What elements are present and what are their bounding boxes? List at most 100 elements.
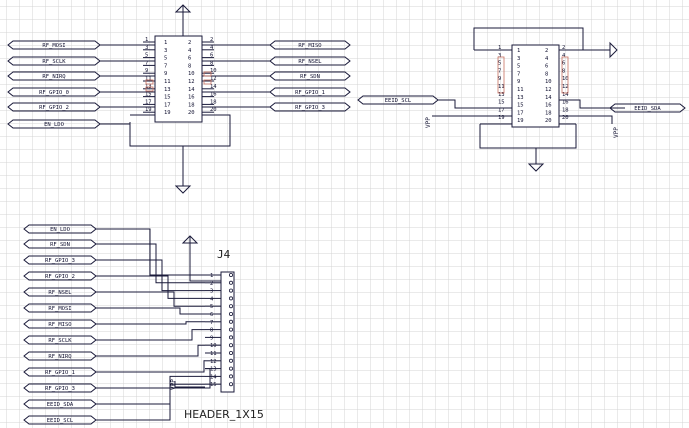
pin-number: 1: [517, 48, 520, 54]
net-label[interactable]: RF_GPIO_1: [269, 87, 351, 97]
pin-number-outer: 14: [562, 92, 569, 98]
power-arrow-right-icon: [609, 41, 618, 59]
pin-number-outer: 8: [562, 68, 565, 74]
pin-number: 12: [188, 79, 195, 85]
pin-number: 8: [210, 328, 213, 334]
net-label[interactable]: RF_GPIO_2: [7, 102, 101, 112]
pin-number-outer: 12: [210, 76, 217, 82]
pin-number: 7: [164, 63, 167, 69]
pin-number: 13: [164, 87, 171, 93]
pin-number: 3: [517, 56, 520, 62]
pin-number-outer: 15: [498, 100, 505, 106]
pin-number: 5: [210, 304, 213, 310]
pin-number-outer: 12: [562, 84, 569, 90]
header-pin-dot: [228, 272, 233, 277]
pin-number: 8: [188, 63, 191, 69]
pin-number: 4: [188, 48, 192, 54]
pin-number: 2: [210, 281, 213, 287]
net-label[interactable]: EEID_SDA: [609, 103, 686, 113]
net-label[interactable]: EEID_SCL: [357, 95, 439, 105]
pin-number-outer: 10: [562, 76, 569, 82]
net-label-text: RF_GPIO_1: [295, 90, 325, 96]
pin-number: 12: [545, 87, 552, 93]
ground-arrow-down-icon: [527, 163, 545, 172]
net-label[interactable]: RF_MOSI: [7, 40, 101, 50]
pin-number: 2: [545, 48, 548, 54]
header-pin-dot: [228, 343, 233, 348]
pin-number: 17: [517, 110, 524, 116]
header-pin-dot: [228, 366, 233, 371]
net-label-text: RF_SCLK: [48, 338, 72, 344]
pin-number-outer: 17: [498, 107, 505, 113]
header-pin-dot: [228, 327, 233, 332]
net-label-text: RF_NIRQ: [48, 354, 71, 360]
header-pin-dot: [228, 350, 233, 355]
header-j4-ref: J4: [217, 248, 231, 261]
pin-number-outer: 18: [562, 107, 569, 113]
pin-number: 14: [545, 95, 552, 101]
pin-number: 9: [210, 335, 213, 341]
pin-number: 10: [188, 71, 195, 77]
net-label[interactable]: RF_GPIO_3: [269, 102, 351, 112]
net-label-text: EEID_SDA: [47, 402, 74, 408]
pin-number: 14: [188, 87, 195, 93]
net-label-text: RF_MOSI: [48, 306, 71, 312]
pin-number: 13: [517, 95, 524, 101]
power-arrow-up-icon: [181, 235, 199, 244]
header-pin-dot: [228, 311, 233, 316]
pin-number-outer: 16: [210, 92, 217, 98]
pin-number: 11: [517, 87, 524, 93]
net-label-text: RF_NIRQ: [42, 74, 65, 80]
net-label-text: RF_GPIO_3: [45, 258, 75, 264]
pin-number-outer: 3: [498, 53, 501, 59]
pin-number: 2: [188, 40, 191, 46]
net-label[interactable]: EN_LDO: [7, 119, 101, 129]
connector-u1-body: [154, 35, 203, 123]
net-label-text: RF_GPIO_2: [39, 105, 69, 111]
net-label[interactable]: RF_NIRQ: [7, 71, 101, 81]
net-label[interactable]: RF_SDN: [269, 71, 351, 81]
vpp-power-label: VPP: [425, 117, 432, 128]
net-label[interactable]: RF_MISO: [269, 40, 351, 50]
pin-number-outer: 20: [210, 107, 217, 113]
net-label[interactable]: RF_SCLK: [7, 56, 101, 66]
pin-number-outer: 13: [498, 92, 505, 98]
u2-net-labels: EEID_SCL EEID_SDA: [357, 95, 686, 113]
pin-number: 9: [164, 71, 167, 77]
pin-number: 9: [517, 79, 520, 85]
pin-number-outer: 17: [145, 99, 152, 105]
vpp-power-label: VPP: [613, 127, 620, 138]
pin-number: 4: [545, 56, 549, 62]
header-pin-dot: [228, 280, 233, 285]
pin-number: 17: [164, 102, 171, 108]
header-pin-dot: [228, 382, 233, 387]
header-pin-dot: [228, 319, 233, 324]
pin-number-outer: 9: [145, 68, 148, 74]
pin-number-outer: 2: [210, 37, 213, 43]
pin-number-outer: 2: [562, 45, 565, 51]
u1-right-net-labels: RF_MISO RF_NSEL RF_SDN RF_GPIO_1RF_GPIO_3: [269, 40, 351, 112]
net-label-text: RF_GPIO_3: [295, 105, 325, 111]
pin-number: 10: [210, 343, 217, 349]
pin-number-outer: 19: [145, 107, 152, 113]
pin-number-outer: 10: [210, 68, 217, 74]
pin-number: 15: [210, 382, 217, 388]
pin-number: 12: [210, 359, 217, 365]
pin-number: 5: [517, 64, 520, 70]
ground-arrow-down-icon: [174, 185, 192, 194]
net-label-text: EEID_SCL: [385, 98, 412, 104]
pin-number-outer: 3: [145, 45, 148, 51]
net-label[interactable]: RF_GPIO_0: [7, 87, 101, 97]
pin-number: 11: [164, 79, 171, 85]
net-label[interactable]: RF_NSEL: [269, 56, 351, 66]
net-label-text: RF_MISO: [298, 43, 321, 49]
vpp-power-label: VPP: [170, 379, 177, 390]
pin-number: 20: [188, 110, 195, 116]
header-pin-dot: [228, 304, 233, 309]
net-label-text: RF_NSEL: [48, 290, 72, 296]
pin-number: 6: [188, 56, 191, 62]
